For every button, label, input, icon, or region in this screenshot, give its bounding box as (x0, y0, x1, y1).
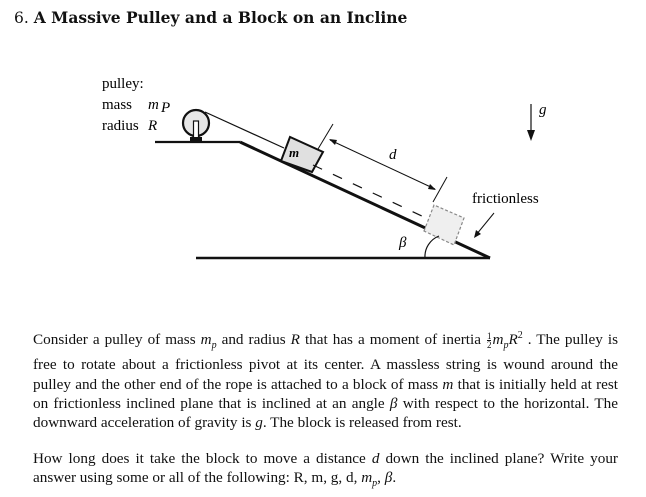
rope (204, 111, 285, 149)
distance-arrowhead-end (428, 184, 436, 190)
block-label: m (289, 145, 299, 160)
radius-symbol: R (147, 118, 157, 134)
angle-arc (424, 235, 440, 259)
pulley (181, 108, 211, 141)
math-m: m (492, 331, 504, 349)
pulley-label: pulley: (102, 76, 144, 92)
text: . The pulley is free to rotate about a f… (33, 331, 618, 393)
distance-arrowhead-start (329, 139, 337, 145)
gravity-arrowhead (527, 130, 535, 141)
text: Consider a pulley of mass (33, 331, 201, 349)
ghost-block (423, 204, 465, 246)
math-m: m (200, 331, 212, 349)
pulley-mount (190, 137, 202, 141)
text: . The block is released from rest. (262, 414, 462, 432)
text: How long does it take the block to move … (33, 450, 372, 467)
angle-label: β (398, 235, 407, 251)
block: m (279, 135, 325, 174)
text: and radius (216, 331, 291, 349)
distance-arrow (329, 139, 436, 190)
incline-pulley-diagram: pulley: mass m P radius R m d g friction… (102, 76, 547, 260)
mass-subscript: P (160, 100, 170, 116)
mass-label: mass (102, 97, 132, 113)
block-body (279, 135, 325, 174)
problem-title: 6. A Massive Pulley and a Block on an In… (14, 8, 407, 27)
math-beta: β (389, 394, 398, 412)
math-sub: p (503, 340, 509, 352)
fraction-numerator: 1 (486, 331, 492, 342)
text: , (377, 469, 385, 487)
math-beta: β (384, 469, 393, 487)
math-sup: 2 (517, 330, 523, 341)
text: down the inclined plane? Write your answ… (33, 450, 618, 487)
math-g: g (255, 414, 263, 432)
problem-statement: Consider a pulley of mass mp and radius … (33, 326, 618, 433)
math-sub: p (211, 340, 217, 352)
distance-tick-start (317, 123, 334, 150)
frictionless-label: frictionless (472, 191, 539, 207)
problem-question: How long does it take the block to move … (33, 449, 618, 494)
math-m: m (361, 469, 373, 487)
math-R: R (290, 331, 300, 349)
math-R: R (508, 331, 518, 349)
problem-title-text: A Massive Pulley and a Block on an Incli… (33, 8, 408, 27)
distance-tick-end (432, 176, 448, 203)
fraction-denominator: 2 (486, 340, 492, 351)
mass-symbol: m (148, 97, 159, 113)
math-sub: p (372, 478, 378, 490)
frictionless-arrowhead (474, 230, 481, 238)
text: . (392, 469, 397, 487)
text: that is initially held at rest on fricti… (33, 375, 618, 412)
radius-label: radius (102, 118, 139, 134)
distance-label: d (389, 147, 397, 163)
math-d: d (371, 450, 380, 467)
dashed-path (312, 164, 425, 218)
pulley-axle (192, 120, 200, 140)
gravity-label: g (539, 102, 547, 118)
frictionless-arrow (475, 212, 495, 236)
math-m: m (442, 375, 454, 393)
problem-number: 6. (14, 9, 29, 27)
text: with respect to the horizontal. The down… (33, 394, 618, 432)
text: that has a moment of inertia (299, 331, 486, 349)
